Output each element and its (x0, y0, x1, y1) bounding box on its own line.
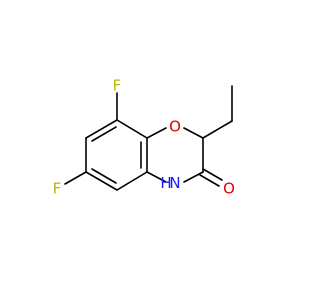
bond-o-c2 (183, 127, 204, 139)
atom-f-top: F (113, 77, 122, 95)
bond-inner-c6-c5 (91, 168, 117, 184)
bond-c5-c4a (116, 171, 148, 191)
bond-c6-c5 (85, 171, 118, 191)
bond-c3-o-double-b (199, 174, 220, 187)
atom-o-ring: O (169, 118, 181, 136)
bond-c3-n (183, 171, 204, 183)
atom-nh: HN (160, 174, 180, 192)
bond-inner-c8-c7 (91, 126, 117, 142)
bond-c3-o-double-a (202, 168, 223, 181)
atom-o-carbonyl: O (223, 180, 235, 198)
atom-layer: F F O O HN (53, 77, 235, 198)
bond-c2-ch2 (202, 120, 233, 139)
bond-c6-f (64, 171, 87, 185)
atom-f-left: F (53, 180, 62, 198)
bond-n-c4a (146, 171, 167, 183)
bond-c8a-c8 (116, 119, 148, 139)
bond-layer (64, 85, 233, 191)
bond-c8a-o (146, 127, 167, 139)
molecule-diagram: F F O O HN (53, 77, 235, 198)
bond-c8-c7 (85, 119, 118, 139)
